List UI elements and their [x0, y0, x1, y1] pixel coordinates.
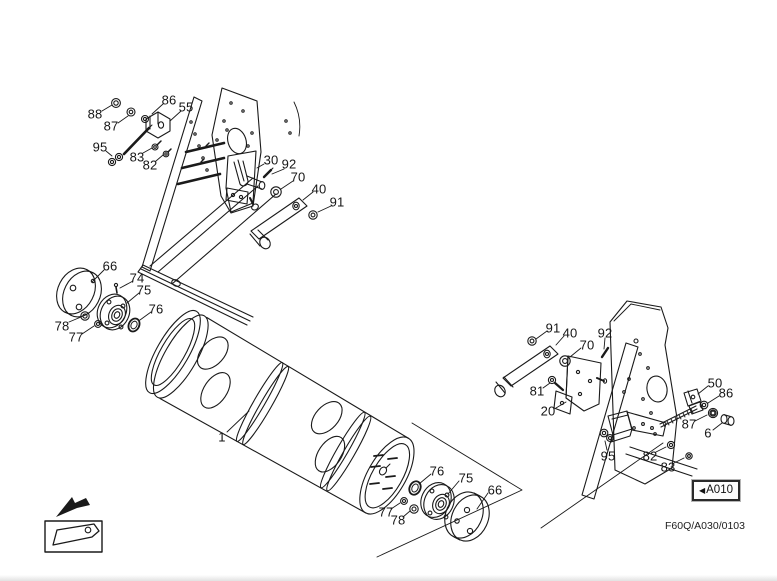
page-ref-button[interactable]: ◀ A010 — [692, 480, 740, 501]
pin-92-right — [600, 346, 610, 359]
blade-icon-hole — [84, 526, 92, 534]
page-edge-shadow — [0, 575, 777, 581]
hub-75-left — [96, 293, 131, 331]
seal-ring-76-left — [127, 317, 141, 333]
left-frame-beam — [137, 264, 254, 326]
bracket-50 — [683, 388, 704, 415]
left-frame-rail — [149, 177, 277, 285]
washer-86-right — [699, 400, 709, 410]
right-frame-rails — [625, 446, 698, 477]
drum-face-center — [378, 463, 391, 476]
washer-87-right — [707, 407, 719, 419]
washer-86-top — [140, 114, 150, 124]
washer-87-top — [126, 107, 136, 117]
back-triangle-icon: ◀ — [698, 485, 706, 495]
washer-70-right — [559, 355, 571, 367]
leader-lines — [68, 103, 723, 518]
washers-95-right — [599, 428, 614, 442]
end-disc-66-bottom — [444, 491, 490, 542]
washer-83-right — [685, 452, 693, 460]
right-frame-leg — [581, 342, 639, 500]
washer-70-top — [270, 186, 282, 198]
washer-82-right — [666, 440, 676, 450]
nut-6 — [720, 414, 735, 426]
drum-face-marks — [369, 454, 398, 490]
nut-88 — [111, 98, 121, 108]
drum-roller — [145, 309, 415, 515]
top-mount-plate — [200, 87, 301, 214]
hub-75-bottom — [420, 482, 455, 520]
link-arm-40-top — [249, 197, 308, 250]
loose-rods — [176, 141, 226, 186]
pin-92-top — [262, 167, 274, 179]
end-disc-66-left — [56, 267, 102, 318]
link-arm-40-right — [494, 345, 559, 398]
direction-arrow-icon — [56, 497, 90, 517]
blade-legend-box — [44, 520, 103, 553]
pin-74 — [113, 282, 119, 294]
right-frame-panel — [609, 300, 678, 485]
bracket-20 — [553, 355, 608, 415]
figure-code: F60Q/A030/0103 — [665, 520, 745, 532]
stay-arm-assembly — [607, 405, 698, 443]
page-ref-label: A010 — [706, 483, 733, 496]
nut-78-left — [80, 311, 90, 321]
screw-83-left — [151, 140, 162, 151]
bracket-30 — [225, 150, 266, 213]
clamp-55 — [145, 111, 171, 139]
washer-91-right — [527, 336, 537, 346]
screw-82-left — [162, 148, 172, 158]
nut-78-bottom — [409, 504, 419, 514]
seal-ring-76-bottom — [408, 480, 422, 496]
washer-77-bottom — [400, 497, 408, 505]
washer-91-top — [308, 210, 318, 220]
screw-81 — [547, 375, 565, 392]
assembly-pointer-lines — [376, 422, 664, 558]
bolt-95-left — [107, 124, 153, 167]
washer-77-left — [94, 320, 102, 328]
